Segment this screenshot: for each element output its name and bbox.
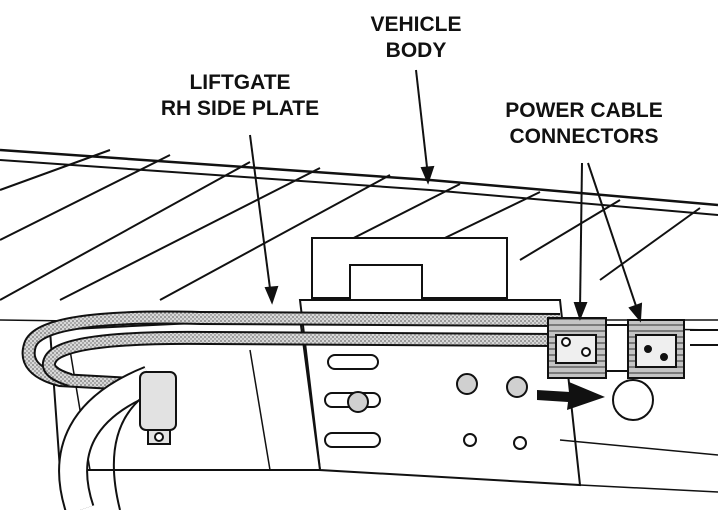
leader-lines [249,69,643,323]
power-cable [21,310,718,510]
label-liftgate-plate-line2: RH SIDE PLATE [160,97,320,120]
leader-vehicle-body [415,69,429,177]
label-liftgate-plate-line1: LIFTGATE [189,71,291,94]
label-power-cable-connectors: POWER CABLE CONNECTORS [474,98,694,150]
cable-clamp [139,371,177,445]
plate-bolts [347,373,654,450]
label-power-cable-line1: POWER CABLE [505,99,663,122]
leader-connector-left [579,162,583,311]
label-power-cable-line2: CONNECTORS [509,125,659,148]
label-liftgate-plate: LIFTGATE RH SIDE PLATE [135,70,345,122]
label-vehicle-body: VEHICLE BODY [346,12,486,64]
leader-connector-right [587,162,639,313]
arrow-right-icon [537,382,605,410]
label-vehicle-body-line2: BODY [385,39,447,62]
power-cable-connectors [547,317,685,379]
label-vehicle-body-line1: VEHICLE [370,13,462,36]
leader-liftgate-plate [249,134,272,297]
